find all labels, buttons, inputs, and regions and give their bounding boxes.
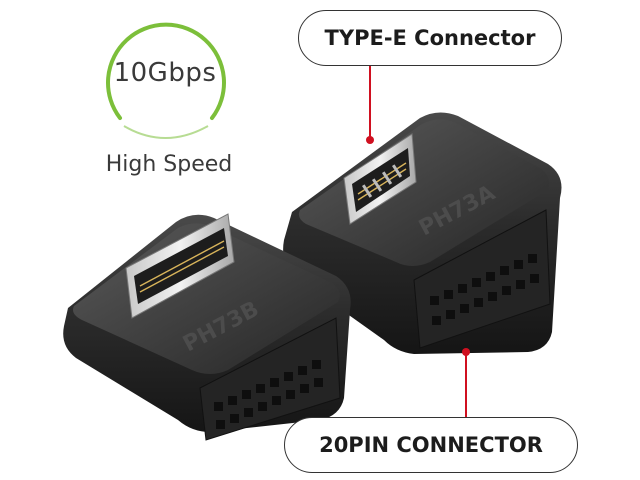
top-pointer <box>366 66 374 144</box>
adapter-left: PH73B <box>63 213 351 441</box>
speed-value: 10Gbps <box>113 58 217 88</box>
speed-subtitle: High Speed <box>105 152 233 177</box>
type-e-callout: TYPE-E Connector <box>298 10 562 66</box>
20pin-callout: 20PIN CONNECTOR <box>284 417 578 473</box>
adapter-right: PH73A <box>283 112 562 354</box>
speed-ring-icon <box>106 22 226 139</box>
bottom-pointer <box>462 348 470 417</box>
